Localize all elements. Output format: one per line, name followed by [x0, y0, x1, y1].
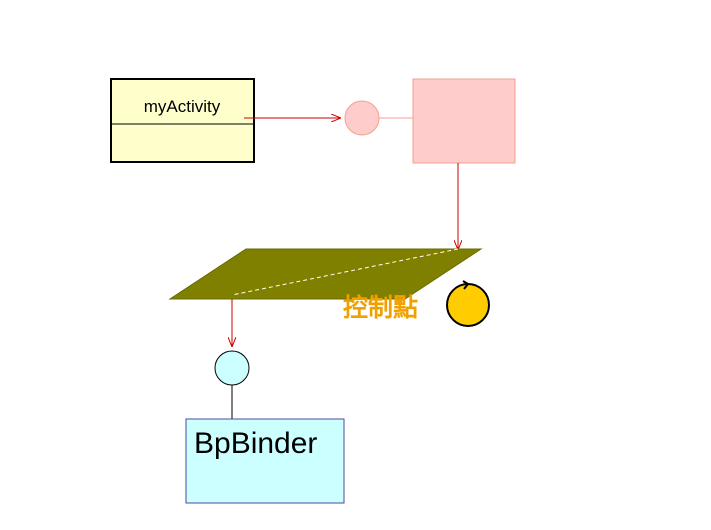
cyan-interface-circle	[214, 350, 250, 386]
pink-component-box	[412, 78, 516, 164]
rotation-arrow-icon	[462, 280, 469, 290]
olive-plane	[168, 248, 483, 300]
plane-dashed-path	[231, 248, 459, 296]
control-point-marker	[446, 280, 490, 327]
bp-binder-box-outline	[185, 418, 345, 504]
bp-binder-box: BpBinder	[185, 418, 345, 504]
my-activity-label: myActivity	[144, 97, 221, 116]
pink-interface-circle	[344, 100, 380, 136]
my-activity-box-outline	[110, 78, 255, 163]
my-activity-class-box: myActivity	[110, 78, 255, 163]
control-point-circle	[446, 283, 490, 327]
control-point-label: 控制點	[343, 293, 418, 322]
bp-binder-label: BpBinder	[194, 427, 317, 460]
